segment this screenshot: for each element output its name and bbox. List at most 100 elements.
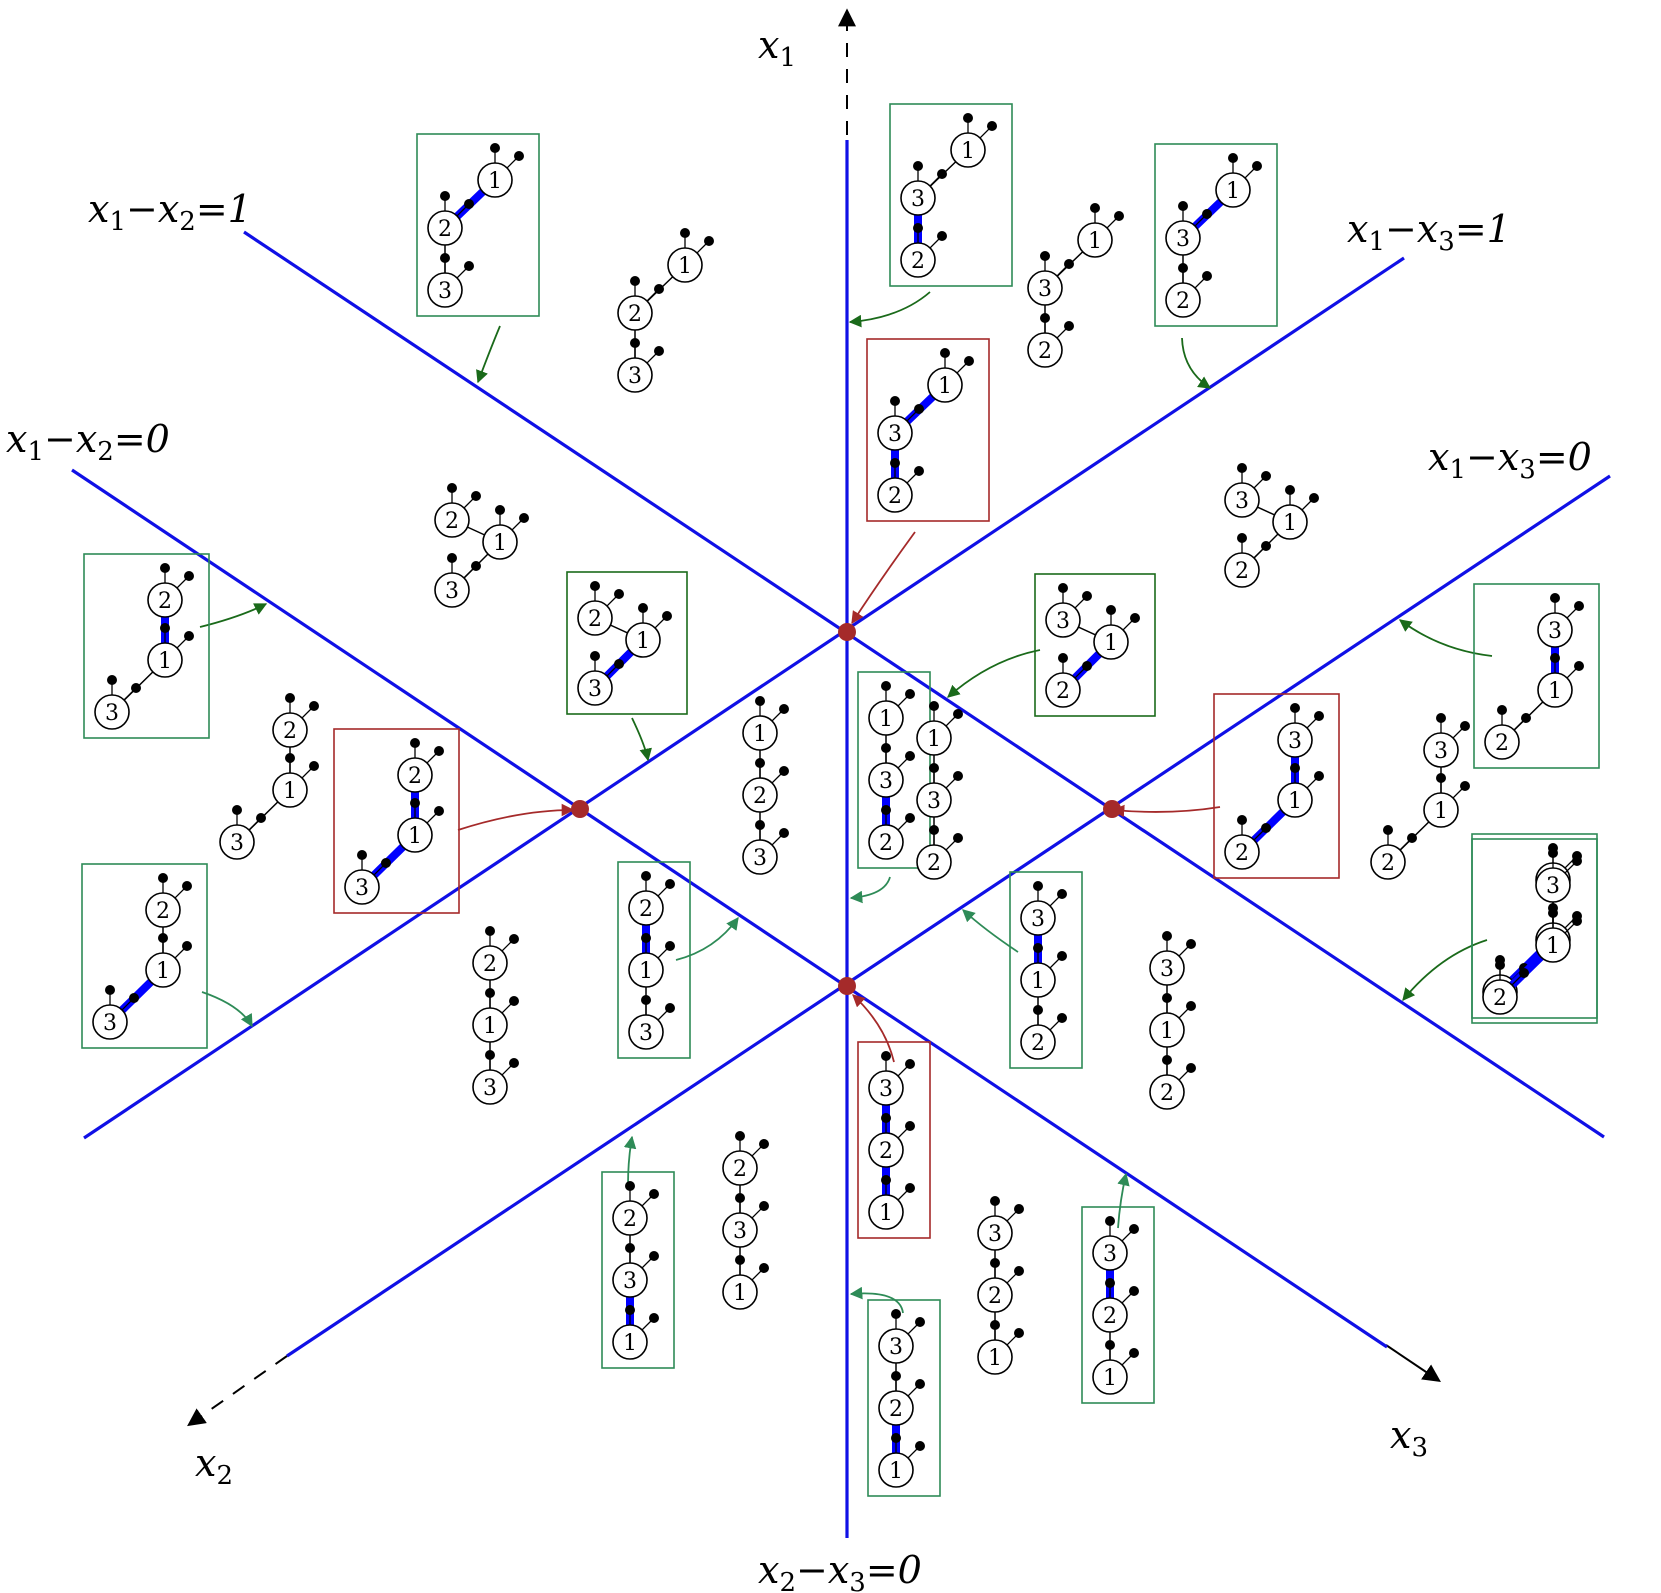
tree-node [878,1452,914,1488]
leaf-dot [514,151,524,161]
leaf-dot [1129,1286,1139,1296]
vertex-bottom [838,977,856,995]
tree-glyph: 213 [472,926,519,1105]
leaf-dot [964,356,974,366]
leaf-dot [759,1139,769,1149]
leaf-dot [1178,201,1188,211]
tree-node [625,622,661,658]
leaf-dot [759,1201,769,1211]
tree-node [742,715,778,751]
tree-node [145,952,181,988]
tree-node [868,1132,904,1168]
tree-node-label: 2 [639,897,653,922]
leaf-dot [1090,203,1100,213]
tree-glyph: 123 [617,228,714,393]
tree-node-label: 1 [283,779,297,804]
tree-node-label: 1 [678,254,692,279]
leaf-dot [680,228,690,238]
leaf-dot [641,871,651,881]
tree-glyph: 213 [81,863,208,1049]
leaf-dot [1314,711,1324,721]
leaf-dot [1106,605,1116,615]
leaf-dot [1105,1216,1115,1226]
leaf-dot [1460,721,1470,731]
tree-node-label: 3 [1031,907,1045,932]
tree-node [145,892,181,928]
arrow [623,1135,637,1186]
tree-node-label: 3 [588,677,602,702]
tree-node-label: 2 [1495,731,1509,756]
leaf-dot [990,1320,1000,1330]
tree-node-label: 1 [961,139,975,164]
tree-node [742,839,778,875]
tree-node [667,247,703,283]
leaf-dot [131,683,141,693]
tree-node-label: 3 [445,579,459,604]
tree-box [1009,871,1083,1069]
tree-node-label: 3 [355,876,369,901]
tree-node [1045,602,1081,638]
tree-node [1484,724,1520,760]
tree-node [1020,900,1056,936]
leaf-dot [929,701,939,711]
tree-node [916,782,952,818]
tree-node [397,817,433,853]
leaf-dot [1033,1005,1043,1015]
tree-node [1027,332,1063,368]
leaf-dot [735,1193,745,1203]
leaf-dot [1014,1266,1024,1276]
leaf-dot [1105,1278,1115,1288]
leaf-dot [158,873,168,883]
tree-node-label: 3 [639,1021,653,1046]
tree-box [81,863,208,1049]
tree-node [1535,927,1571,963]
leaf-dot [1064,259,1074,269]
leaf-dot [105,985,115,995]
leaf-dot [915,1441,925,1451]
leaf-dot [881,805,891,815]
tree-node-label: 1 [753,722,767,747]
tree-node [1149,1012,1185,1048]
leaf-dot [285,753,295,763]
leaf-dot [953,833,963,843]
leaf-dot [1129,1348,1139,1358]
leaf-dot [1237,815,1247,825]
leaf-dot [914,466,924,476]
tree-node [147,642,183,678]
tree-node-label: 2 [753,784,767,809]
tree-node [877,477,913,513]
leaf-dot [434,806,444,816]
leaf-dot [881,1175,891,1185]
arrow [852,994,895,1063]
tree-node [1224,834,1260,870]
tree-node [868,700,904,736]
leaf-dot [309,761,319,771]
leaf-dot [891,1309,901,1319]
tree-node [868,1070,904,1106]
line-label-x1-x3-1: x1−x3=1 [1347,207,1511,257]
leaf-dot [1550,653,1560,663]
leaf-dot [509,1058,519,1068]
tree-node [916,844,952,880]
tree-glyph: 132 [866,338,990,522]
leaf-dot [1252,161,1262,171]
leaf-dot [625,1305,635,1315]
tree-node-label: 3 [888,422,902,447]
line-label-x1-x3-0: x1−x3=0 [1428,435,1592,485]
tree-node-label: 2 [628,302,642,327]
leaf-dot [905,1121,915,1131]
leaf-dot [1202,271,1212,281]
tree-node-label: 1 [1088,229,1102,254]
leaf-dot [1237,533,1247,543]
leaf-dot [665,1003,675,1013]
tree-node [877,415,913,451]
leaf-dot [1572,916,1582,926]
leaf-dot [1114,211,1124,221]
tree-node-label: 3 [105,701,119,726]
tree-node-label: 2 [888,484,902,509]
axis-label-x1: x1 [758,23,796,73]
leaf-dot [1497,705,1507,715]
tree-node [577,600,613,636]
tree-node [577,670,613,706]
